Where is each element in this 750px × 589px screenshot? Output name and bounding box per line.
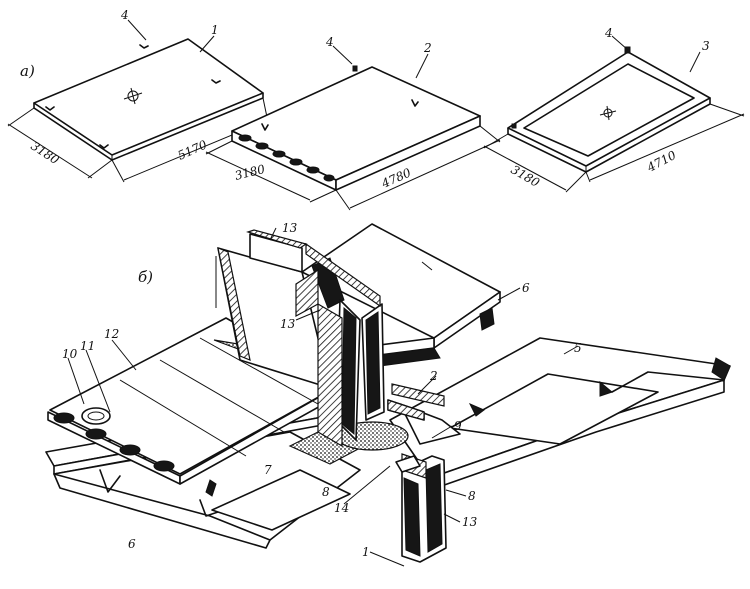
callout-13-bottom: 13	[462, 515, 478, 529]
callout-6-right: 6	[522, 281, 530, 295]
callout-6-left: 6	[128, 537, 136, 551]
panel-2-number: 2	[423, 41, 432, 55]
panel-2-width-dimension: 3180	[233, 162, 266, 183]
callout-2: 2	[429, 369, 438, 383]
panel-3-mark-label: 4	[604, 26, 613, 40]
callout-12: 12	[104, 327, 119, 341]
floor-assembly	[45, 223, 731, 563]
callout-7: 7	[264, 463, 272, 477]
panel-1-number: 1	[211, 23, 219, 37]
panel-1-mark-label: 4	[120, 8, 129, 22]
panel-3-width-dimension: 3180	[509, 162, 543, 190]
part-b-marker: б)	[138, 268, 153, 286]
callout-14: 14	[334, 501, 349, 515]
panel-2-mark-label: 4	[325, 35, 334, 49]
panel-3	[483, 35, 745, 193]
callout-1: 1	[362, 545, 370, 559]
panel-1-length-dimension: 5170	[176, 137, 210, 162]
panel-3-number: 3	[702, 39, 710, 53]
callout-9: 9	[454, 419, 462, 433]
callout-8-left: 8	[322, 485, 330, 499]
hollow-cores	[53, 412, 175, 472]
callout-10: 10	[62, 347, 78, 361]
hollow-cores	[238, 134, 335, 182]
callout-5: 5	[574, 341, 582, 355]
callout-leaders	[67, 227, 579, 567]
callout-8-right: 8	[468, 489, 476, 503]
callout-13-mid: 13	[280, 317, 296, 331]
panel-2	[205, 45, 501, 211]
panel-1-width-dimension: 3180	[28, 139, 62, 168]
panel-3-length-dimension: 4710	[644, 148, 679, 175]
part-a-marker: а)	[20, 62, 35, 80]
callout-13-top: 13	[282, 221, 298, 235]
callout-11: 11	[80, 339, 95, 353]
lifting-loop-icon	[599, 105, 617, 121]
lifting-loop-icon	[123, 87, 143, 105]
